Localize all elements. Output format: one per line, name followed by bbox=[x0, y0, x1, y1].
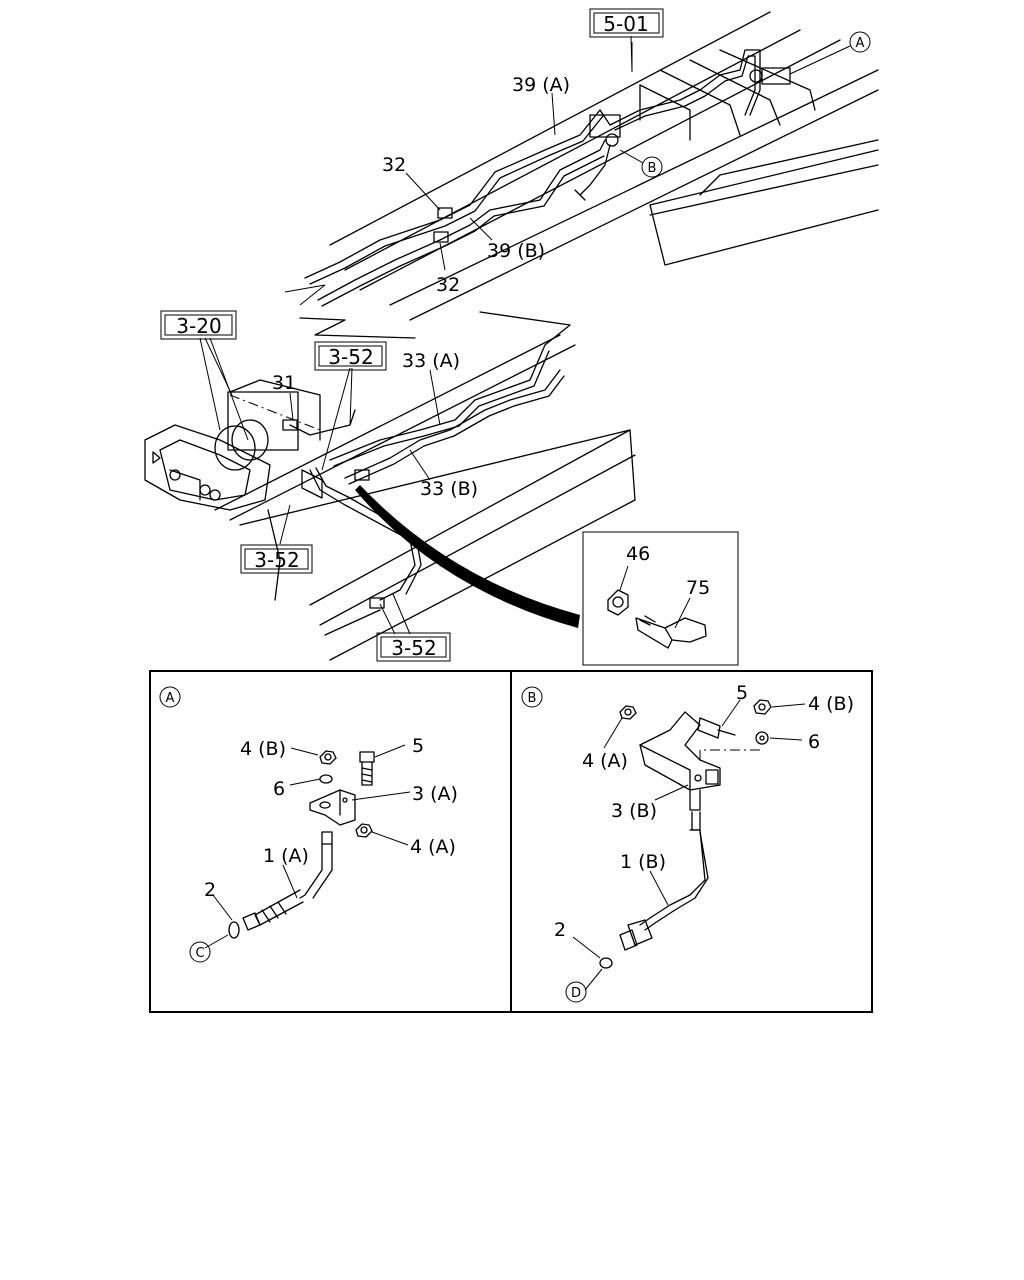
label-b-4a: 4 (A) bbox=[582, 750, 628, 772]
detail-panels-frame bbox=[149, 670, 873, 1013]
circle-marker-c: C bbox=[189, 941, 211, 963]
label-31: 31 bbox=[272, 372, 296, 394]
break-lines bbox=[299, 311, 571, 346]
detail-a-drawing bbox=[228, 750, 375, 939]
upper-brake-pipes bbox=[304, 49, 791, 307]
fitting-inset bbox=[582, 531, 739, 666]
ref-box-3-52-upper: 3-52 bbox=[314, 341, 387, 371]
label-a-4b: 4 (B) bbox=[240, 738, 286, 760]
ref-box-3-20: 3-20 bbox=[160, 310, 237, 340]
svg-text:3-52: 3-52 bbox=[328, 345, 373, 369]
label-b-5: 5 bbox=[736, 682, 748, 704]
svg-text:D: D bbox=[571, 986, 581, 1001]
detail-b-drawing bbox=[599, 699, 772, 969]
detail-a-marker: A bbox=[159, 686, 181, 708]
label-b-3b: 3 (B) bbox=[611, 800, 657, 822]
svg-text:3-20: 3-20 bbox=[176, 314, 221, 338]
svg-text:B: B bbox=[648, 161, 657, 176]
svg-text:3-52: 3-52 bbox=[391, 636, 436, 660]
circle-marker-d: D bbox=[565, 981, 587, 1003]
middle-brake-pipes bbox=[282, 344, 580, 636]
ref-box-5-01: 5-01 bbox=[589, 8, 664, 38]
label-a-2: 2 bbox=[204, 879, 216, 901]
label-32-lower: 32 bbox=[436, 274, 460, 296]
svg-text:5-01: 5-01 bbox=[603, 12, 648, 36]
label-33a: 33 (A) bbox=[402, 350, 460, 372]
svg-text:A: A bbox=[166, 691, 175, 706]
svg-text:A: A bbox=[856, 36, 865, 51]
label-a-3a: 3 (A) bbox=[412, 783, 458, 805]
label-b-2: 2 bbox=[554, 919, 566, 941]
label-a-4a: 4 (A) bbox=[410, 836, 456, 858]
label-a-6: 6 bbox=[273, 778, 285, 800]
circle-marker-a-top: A bbox=[849, 31, 871, 53]
svg-text:C: C bbox=[195, 946, 204, 961]
ref-box-3-52-left: 3-52 bbox=[240, 544, 313, 574]
upper-frame-rail bbox=[284, 11, 879, 321]
label-b-4b: 4 (B) bbox=[808, 693, 854, 715]
label-33b: 33 (B) bbox=[420, 478, 478, 500]
label-a-5: 5 bbox=[412, 735, 424, 757]
leader-lines bbox=[199, 35, 851, 991]
valve-assembly bbox=[144, 379, 321, 511]
label-32-upper: 32 bbox=[382, 154, 406, 176]
ref-box-3-52-lower: 3-52 bbox=[376, 632, 451, 662]
label-b-1b: 1 (B) bbox=[620, 851, 666, 873]
circle-marker-b-top: B bbox=[641, 156, 663, 178]
label-39a: 39 (A) bbox=[512, 74, 570, 96]
label-46: 46 bbox=[626, 543, 650, 565]
label-75: 75 bbox=[686, 577, 710, 599]
detail-b-marker: B bbox=[521, 686, 543, 708]
label-39b: 39 (B) bbox=[487, 240, 545, 262]
svg-text:B: B bbox=[528, 691, 537, 706]
label-a-1a: 1 (A) bbox=[263, 845, 309, 867]
svg-text:3-52: 3-52 bbox=[254, 548, 299, 572]
label-b-6: 6 bbox=[808, 731, 820, 753]
